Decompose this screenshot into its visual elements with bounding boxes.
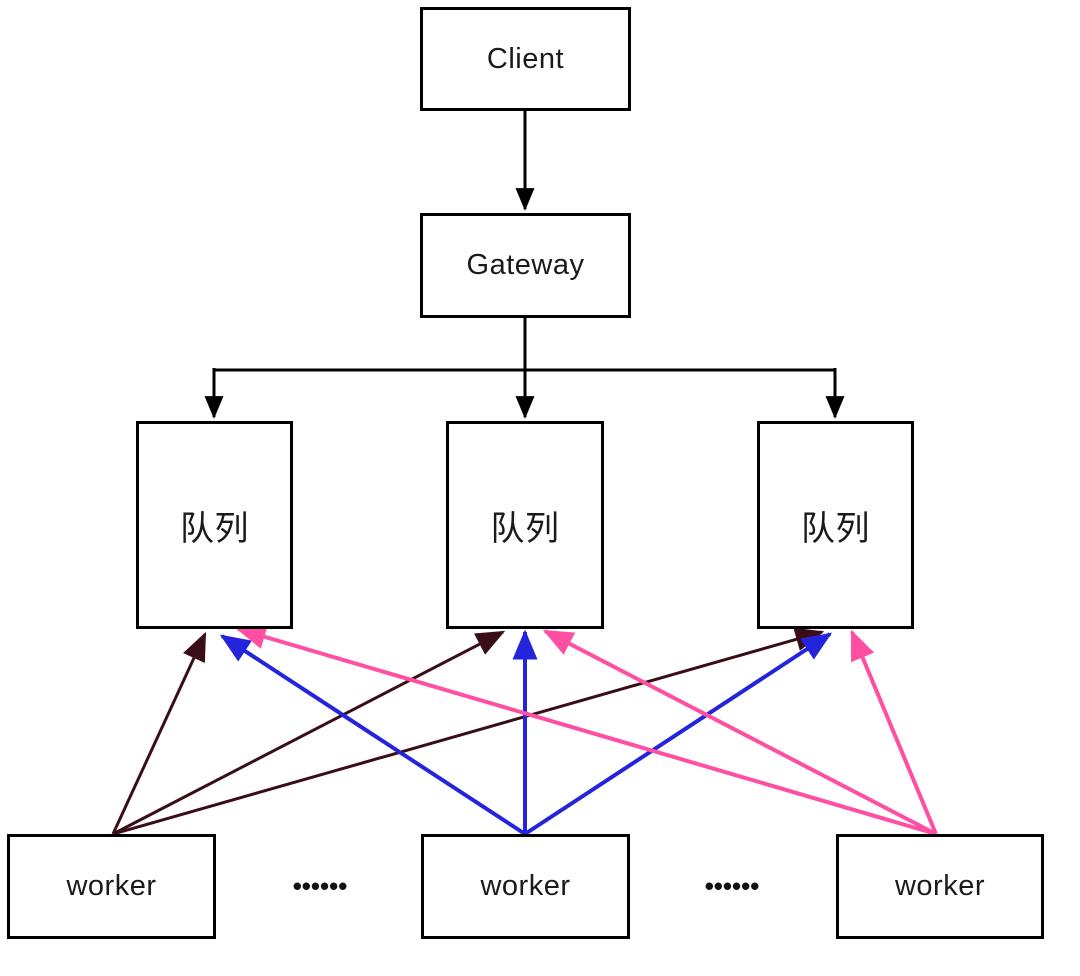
gateway-node: Gateway	[420, 213, 631, 318]
arrow-worker2-queue1	[219, 634, 527, 836]
worker-node-1: worker	[7, 834, 216, 939]
queue-label-3: 队列	[801, 509, 870, 548]
worker-label-2: worker	[480, 870, 571, 902]
worker-node-3: worker	[836, 834, 1044, 939]
client-label: Client	[486, 42, 565, 75]
worker-node-2: worker	[421, 834, 630, 939]
arrow-worker3-queue1	[235, 624, 937, 836]
client-node: Client	[420, 7, 631, 111]
arrow-worker1-queue2	[112, 630, 506, 836]
worker-label-3: worker	[894, 870, 985, 902]
queue-label-1: 队列	[180, 509, 249, 548]
arrow-worker1-queue1	[111, 631, 207, 835]
worker-label-1: worker	[66, 870, 157, 902]
queue-node-3: 队列	[757, 421, 914, 629]
gateway-label: Gateway	[466, 249, 585, 281]
arrow-worker1-queue3	[112, 627, 825, 836]
arrow-worker3-queue3	[850, 629, 938, 835]
queue-node-1: 队列	[136, 421, 293, 629]
ellipsis-right: ••••••	[704, 870, 760, 901]
queue-label-2: 队列	[490, 509, 560, 548]
arrow-worker2-queue3	[523, 632, 833, 836]
queue-node-2: 队列	[446, 421, 604, 629]
ellipsis-left: ••••••	[292, 870, 348, 901]
arrow-worker3-queue2	[542, 629, 937, 836]
